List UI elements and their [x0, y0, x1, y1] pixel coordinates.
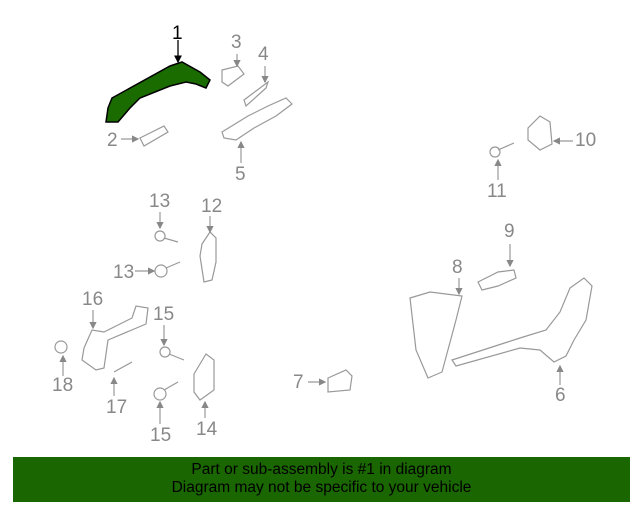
callout-7[interactable]: 7 — [293, 372, 304, 393]
callout-11[interactable]: 11 — [487, 181, 507, 202]
callout-13b[interactable]: 13 — [113, 262, 135, 283]
callout-3[interactable]: 3 — [231, 32, 242, 53]
callout-9[interactable]: 9 — [504, 221, 515, 242]
callout-10[interactable]: 10 — [575, 130, 597, 151]
callout-17[interactable]: 17 — [106, 397, 128, 418]
callout-2[interactable]: 2 — [107, 130, 118, 151]
callout-1[interactable]: 1 — [172, 23, 183, 44]
banner-line-1: Part or sub-assembly is #1 in diagram — [191, 461, 452, 478]
callout-5[interactable]: 5 — [235, 164, 246, 185]
callout-12[interactable]: 12 — [201, 196, 223, 217]
callout-16[interactable]: 16 — [82, 289, 104, 310]
callout-8[interactable]: 8 — [452, 257, 463, 278]
banner-line-2: Diagram may not be specific to your vehi… — [171, 479, 472, 496]
diagram-notice-banner: Part or sub-assembly is #1 in diagram Di… — [13, 457, 630, 502]
door-handle-part-1 — [105, 40, 211, 123]
callout-4[interactable]: 4 — [258, 44, 269, 65]
callout-15a[interactable]: 15 — [153, 304, 175, 325]
callout-6[interactable]: 6 — [555, 385, 566, 406]
callout-15b[interactable]: 15 — [150, 425, 172, 446]
callout-14[interactable]: 14 — [196, 419, 218, 440]
callout-18[interactable]: 18 — [52, 375, 74, 396]
callout-13a[interactable]: 13 — [149, 191, 171, 212]
